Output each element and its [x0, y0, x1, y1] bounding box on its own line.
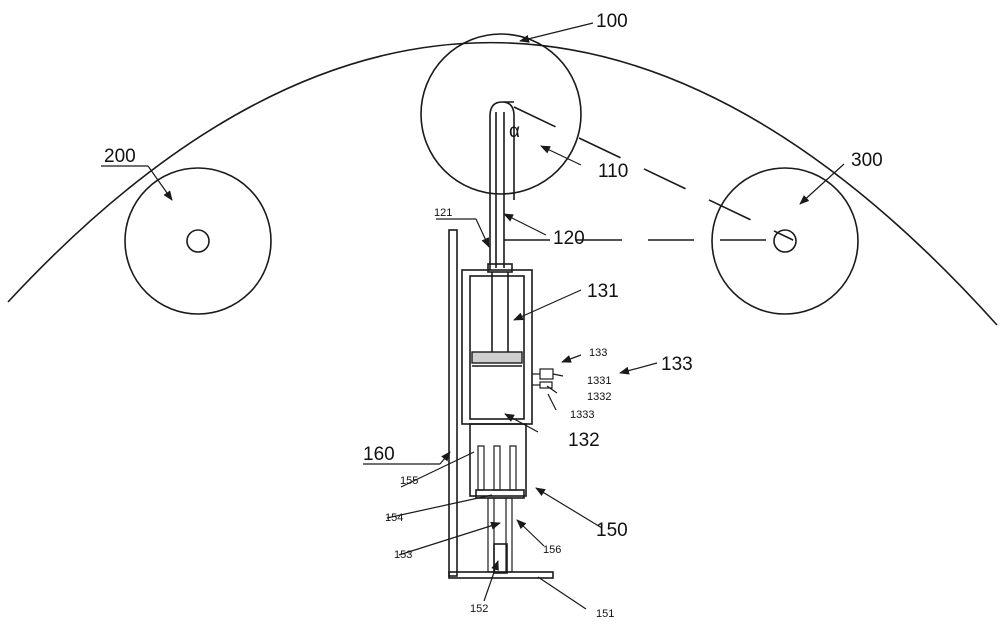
- dash-line-upper: [513, 106, 794, 241]
- roller-300: [711, 167, 859, 315]
- roller-200: [124, 167, 272, 315]
- rod-120: [495, 112, 505, 268]
- label-155: 155: [400, 475, 418, 487]
- stand-160: [448, 229, 554, 579]
- label-1331: 1331: [587, 375, 611, 387]
- cylinder-131: [461, 263, 533, 425]
- label-1332: 1332: [587, 391, 611, 403]
- label-160: 160: [363, 444, 395, 465]
- label-132: 132: [568, 430, 600, 451]
- label-152: 152: [470, 603, 488, 615]
- label-156: 156: [543, 544, 561, 556]
- label-133-big: 133: [661, 354, 693, 375]
- label-110: 110: [598, 161, 628, 182]
- label-154: 154: [385, 512, 403, 524]
- label-100: 100: [596, 11, 628, 32]
- leader-lines: [101, 22, 845, 610]
- label-153: 153: [394, 549, 412, 561]
- label-150: 150: [596, 520, 628, 541]
- label-300: 300: [851, 150, 883, 171]
- label-alpha: α: [509, 121, 520, 142]
- label-133-small: 133: [589, 347, 607, 359]
- belt-arc-100: [7, 41, 998, 326]
- piston-texture: [471, 351, 523, 364]
- valve-133: [532, 368, 554, 389]
- label-131: 131: [587, 281, 619, 302]
- swing-arm: [489, 101, 515, 270]
- label-121: 121: [434, 207, 452, 219]
- label-151: 151: [596, 608, 614, 620]
- roller-110: [420, 33, 582, 195]
- label-1333: 1333: [570, 409, 594, 421]
- label-200: 200: [104, 146, 136, 167]
- label-120: 120: [553, 228, 585, 249]
